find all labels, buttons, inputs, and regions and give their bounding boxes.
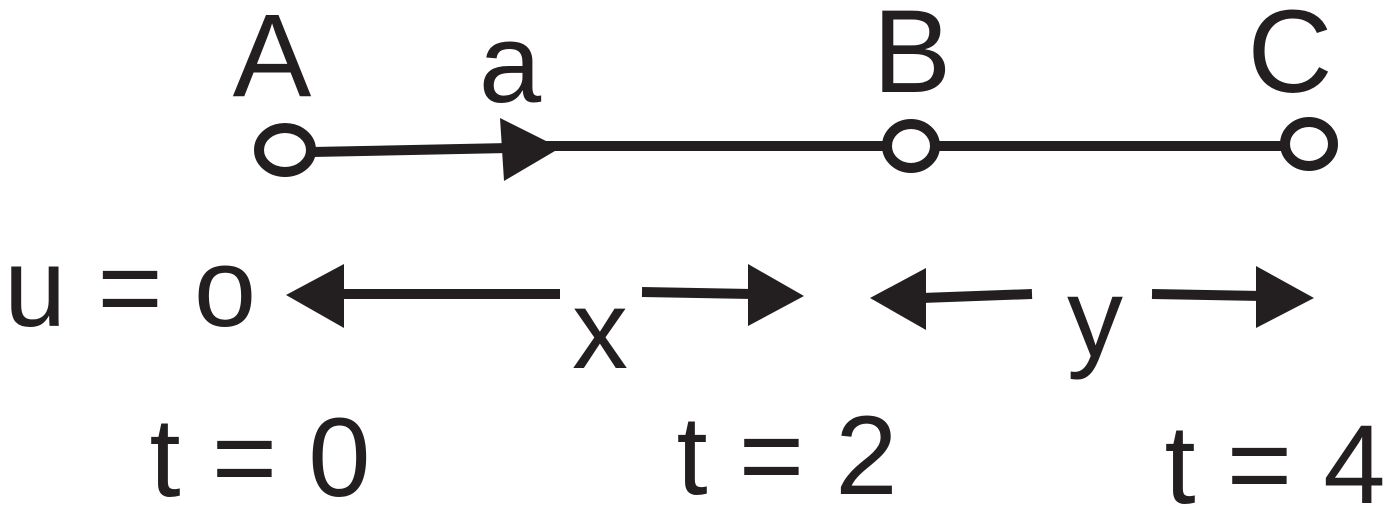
point-a-node	[254, 123, 316, 177]
point-b-node	[882, 119, 940, 173]
distance-y-label: y	[1067, 255, 1123, 380]
time-start-label: t = 0	[149, 395, 370, 513]
x-arrow-right-icon	[748, 264, 804, 326]
point-c-node	[1280, 117, 1338, 171]
point-a-label: A	[233, 0, 312, 122]
acceleration-label: a	[479, 1, 542, 126]
distance-x-label: x	[572, 267, 628, 392]
time-b-label: t = 2	[676, 393, 897, 513]
acceleration-arrow-icon	[500, 118, 560, 181]
point-b-label: B	[873, 0, 952, 118]
time-c-label: t = 4	[1164, 402, 1385, 513]
x-arrow-left-icon	[286, 264, 344, 328]
y-dimension-line-left	[921, 289, 1033, 303]
y-arrow-left-icon	[870, 268, 926, 330]
point-c-label: C	[1247, 0, 1332, 118]
path-segment-ab-start	[311, 143, 511, 157]
x-dimension-line-right	[641, 287, 753, 299]
y-dimension-line-right	[1151, 289, 1263, 301]
y-arrow-right-icon	[1256, 266, 1314, 328]
initial-velocity-label: u = o	[4, 225, 256, 350]
